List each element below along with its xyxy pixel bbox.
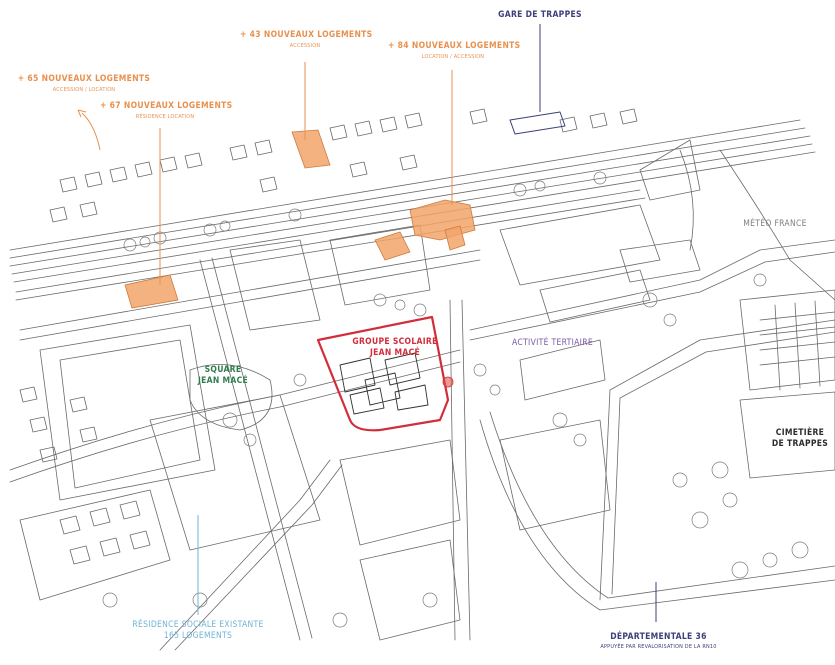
label-housing-84-title: + 84 NOUVEAUX LOGEMENTS xyxy=(388,41,521,51)
school-marker xyxy=(442,376,454,388)
arrow-65 xyxy=(81,112,101,151)
label-residence-line1: RÉSIDENCE SOCIALE EXISTANTE xyxy=(132,620,264,630)
label-departementale-sub: APPUYÉE PAR REVALORISATION DE LA RN10 xyxy=(600,644,717,650)
label-housing-84: + 84 NOUVEAUX LOGEMENTS LOCATION / ACCES… xyxy=(388,41,521,62)
plot-67 xyxy=(124,274,179,309)
label-cemetery-line2: DE TRAPPES xyxy=(771,439,829,449)
label-housing-43-sub: ACCESSION xyxy=(289,43,321,49)
plot-84c xyxy=(444,225,466,251)
label-housing-43: + 43 NOUVEAUX LOGEMENTS ACCESSION xyxy=(240,30,373,51)
label-school: GROUPE SCOLAIRE JEAN MACÉ xyxy=(350,337,440,359)
label-tertiary-title: ACTIVITÉ TERTIAIRE xyxy=(512,338,593,348)
label-meteo-title: MÉTÉO FRANCE xyxy=(743,219,807,229)
label-housing-67: + 67 NOUVEAUX LOGEMENTS RÉSIDENCE LOCATI… xyxy=(100,101,233,122)
leader-lines xyxy=(77,24,657,622)
plot-84b xyxy=(374,231,411,261)
label-school-line2: JEAN MACÉ xyxy=(369,348,421,358)
label-housing-65-title: + 65 NOUVEAUX LOGEMENTS xyxy=(17,74,151,84)
label-housing-65: + 65 NOUVEAUX LOGEMENTS ACCESSION / LOCA… xyxy=(14,74,154,95)
label-cemetery: CIMETIÈRE DE TRAPPES xyxy=(765,428,835,450)
label-square: SQUARE JEAN MACÉ xyxy=(188,365,258,387)
label-school-line1: GROUPE SCOLAIRE xyxy=(352,337,438,347)
label-residence: RÉSIDENCE SOCIALE EXISTANTE 165 LOGEMENT… xyxy=(128,620,268,642)
label-meteo: MÉTÉO FRANCE xyxy=(730,219,820,230)
label-tertiary: ACTIVITÉ TERTIAIRE xyxy=(505,338,600,349)
plot-43 xyxy=(291,129,331,169)
arrow-65-head xyxy=(77,109,87,118)
label-housing-67-title: + 67 NOUVEAUX LOGEMENTS xyxy=(100,101,233,111)
label-housing-43-title: + 43 NOUVEAUX LOGEMENTS xyxy=(240,30,373,40)
label-square-line1: SQUARE xyxy=(204,365,242,375)
label-cemetery-line1: CIMETIÈRE xyxy=(775,428,825,438)
plot-84a xyxy=(409,199,476,241)
label-departementale: DÉPARTEMENTALE 36 APPUYÉE PAR REVALORISA… xyxy=(596,632,721,652)
label-square-line2: JEAN MACÉ xyxy=(197,376,249,386)
label-station: GARE DE TRAPPES xyxy=(490,10,590,21)
label-departementale-title: DÉPARTEMENTALE 36 xyxy=(610,632,707,642)
sketch-linework xyxy=(9,108,835,651)
label-station-title: GARE DE TRAPPES xyxy=(498,10,582,20)
school-perimeter xyxy=(316,315,450,432)
label-housing-67-sub: RÉSIDENCE LOCATION xyxy=(135,114,195,120)
label-housing-84-sub: LOCATION / ACCESSION xyxy=(421,54,485,60)
label-housing-65-sub: ACCESSION / LOCATION xyxy=(52,87,116,93)
housing-plots xyxy=(124,129,476,309)
label-residence-line2: 165 LOGEMENTS xyxy=(163,631,233,641)
